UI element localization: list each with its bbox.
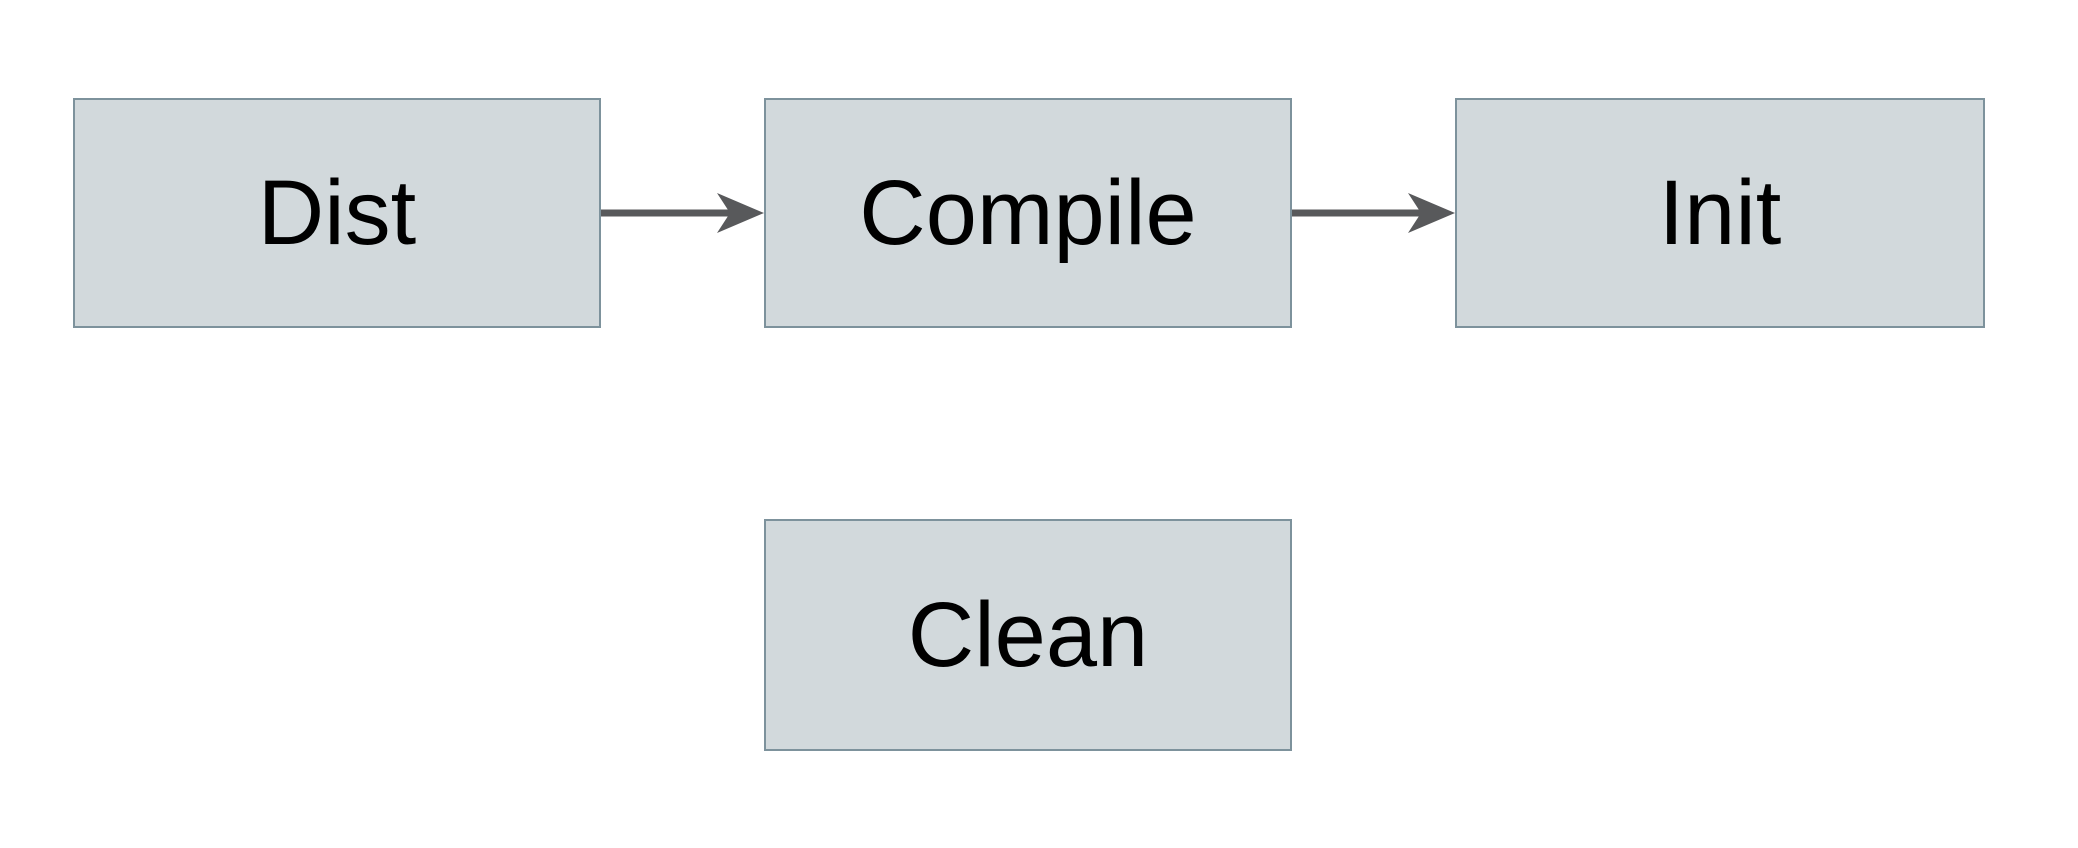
arrow-shaft: [1292, 209, 1424, 217]
arrowhead-icon: [1408, 193, 1455, 233]
arrow-dist-to-compile: [601, 193, 764, 233]
node-dist: Dist: [73, 98, 601, 328]
node-dist-label: Dist: [257, 162, 417, 264]
node-init: Init: [1455, 98, 1985, 328]
arrow-shaft: [601, 209, 733, 217]
node-compile-label: Compile: [859, 162, 1197, 264]
arrow-compile-to-init: [1292, 193, 1455, 233]
node-compile: Compile: [764, 98, 1292, 328]
node-clean: Clean: [764, 519, 1292, 751]
node-clean-label: Clean: [907, 584, 1149, 686]
node-init-label: Init: [1658, 162, 1782, 264]
arrowhead-icon: [717, 193, 764, 233]
